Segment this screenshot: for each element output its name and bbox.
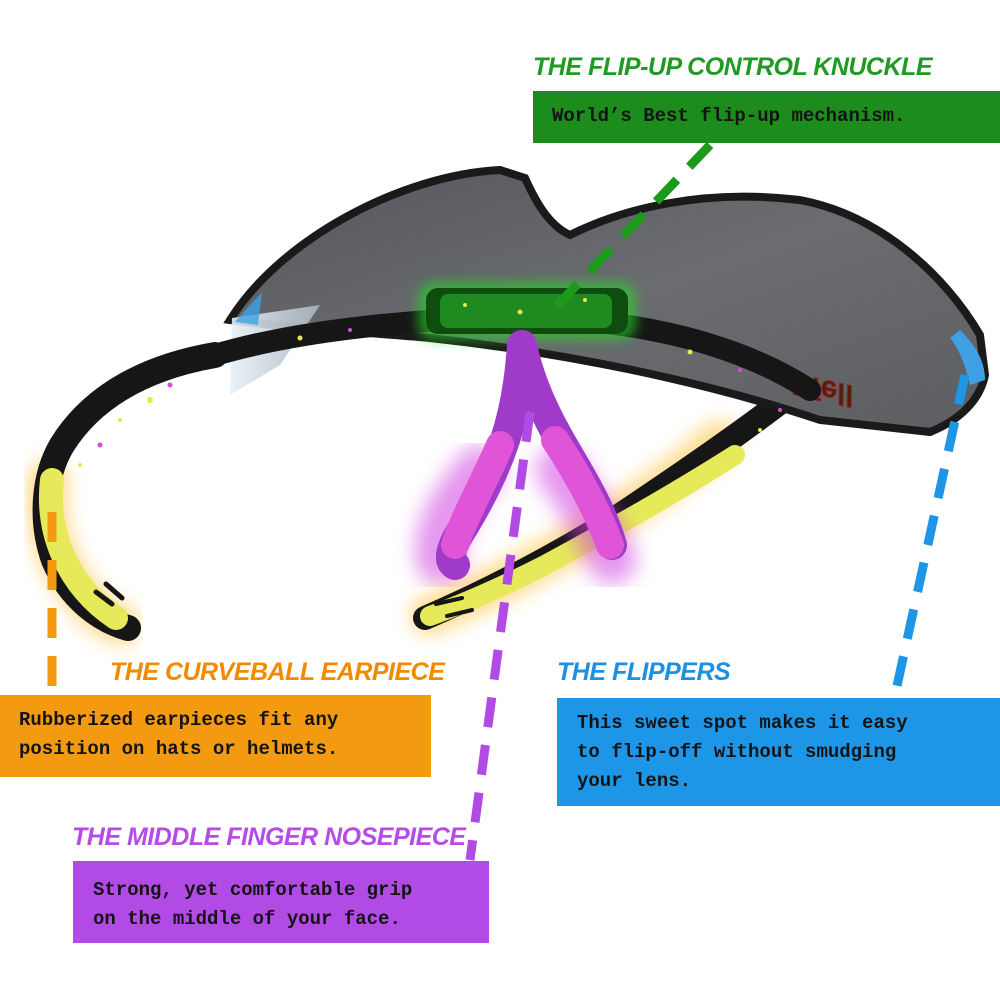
flippers-leader-line bbox=[890, 374, 970, 696]
leader-lines bbox=[47, 141, 970, 861]
flippers-description-box: This sweet spot makes it easy to flip-of… bbox=[557, 698, 1000, 806]
knuckle-description-box: World’s Best flip-up mechanism. bbox=[533, 91, 1000, 143]
curveball-title: THE CURVEBALL EARPIECE bbox=[110, 658, 445, 686]
nosepiece-leader-line bbox=[465, 411, 535, 861]
paint-splatter bbox=[78, 298, 782, 467]
control-knuckle bbox=[418, 282, 636, 340]
knuckle-title: THE FLIP-UP CONTROL KNUCKLE bbox=[533, 53, 933, 81]
flippers-title: THE FLIPPERS bbox=[557, 658, 731, 686]
left-earpiece bbox=[26, 342, 228, 645]
nosepiece-description-box: Strong, yet comfortable grip on the midd… bbox=[73, 861, 489, 943]
nosepiece bbox=[415, 330, 636, 584]
curveball-description-box: Rubberized earpieces fit any position on… bbox=[0, 695, 431, 777]
nosepiece-title: THE MIDDLE FINGER NOSEPIECE bbox=[72, 823, 466, 851]
knuckle-leader-line bbox=[544, 141, 714, 319]
